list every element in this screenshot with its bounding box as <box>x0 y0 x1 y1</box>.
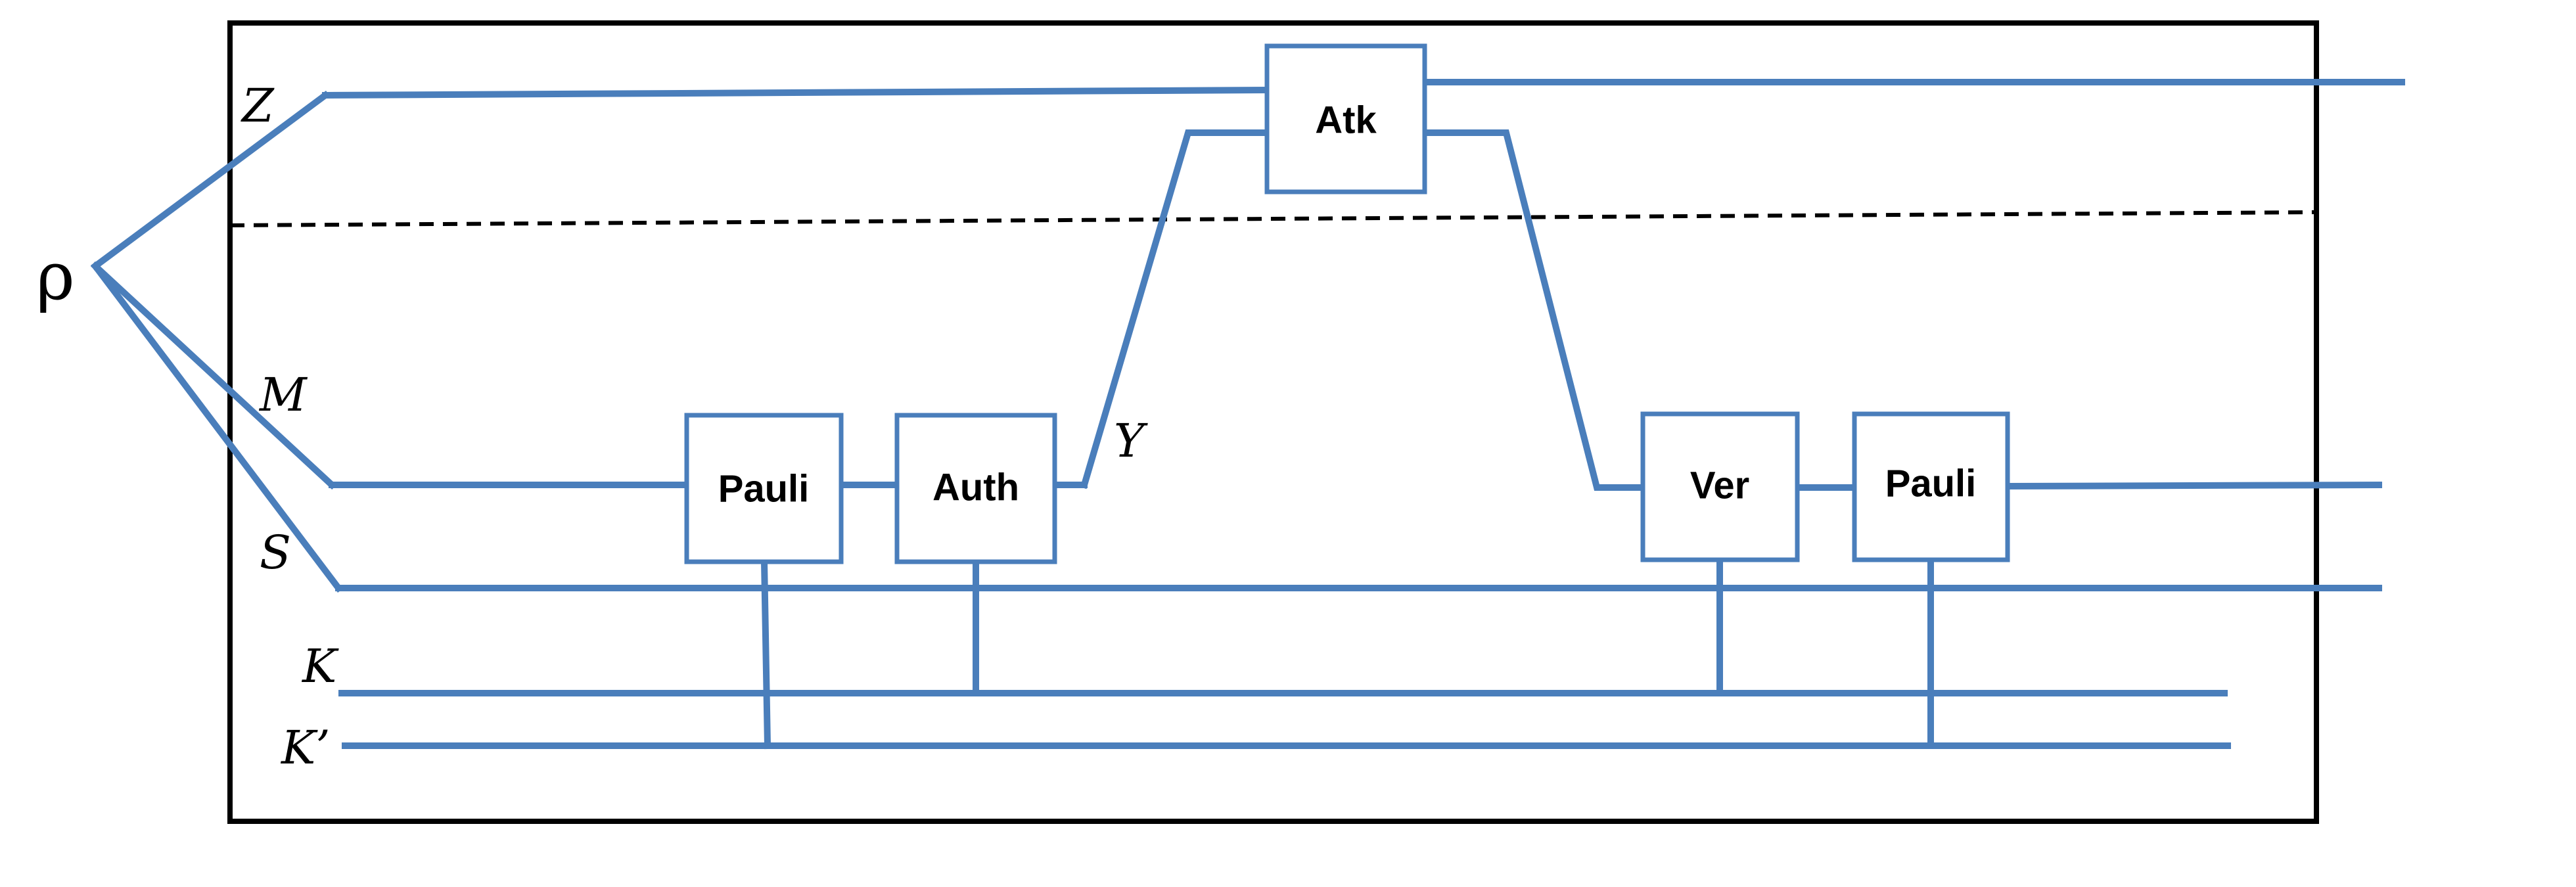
register-y-label: Y <box>1114 414 1148 468</box>
rho-to-m-wire <box>90 261 337 490</box>
atk-gate-box <box>1264 43 1427 194</box>
pauli-1-key-connector <box>760 558 771 750</box>
ver-gate-label: Ver <box>1690 464 1749 507</box>
register-m-label: M <box>258 368 308 422</box>
pauli-gate-1-label: Pauli <box>718 467 810 510</box>
pauli-gate-2-label: Pauli <box>1885 462 1977 505</box>
pauli-gate-2: Pauli <box>1852 411 2010 562</box>
z-wire-left <box>321 86 1271 99</box>
register-k-label: K <box>301 639 339 693</box>
y-wire-to-atk <box>1080 129 1270 489</box>
auth-gate-box <box>894 413 1057 564</box>
pauli-gate-1-box <box>684 413 844 564</box>
atk-gate: Atk <box>1264 43 1427 194</box>
register-s-label: S <box>260 526 291 580</box>
rho-state-label: ρ <box>36 238 75 315</box>
ver-gate-box <box>1640 411 1800 562</box>
auth-gate-label: Auth <box>932 466 1019 509</box>
pauli-gate-2-box <box>1852 411 2010 562</box>
rho-to-z-wire <box>91 91 330 271</box>
m-wire-right <box>2004 481 2383 490</box>
register-z-label: Z <box>241 79 275 133</box>
atk-gate-label: Atk <box>1315 99 1377 141</box>
pauli-gate-1: Pauli <box>684 413 844 564</box>
outer-frame <box>227 20 2319 824</box>
ver-gate: Ver <box>1640 411 1800 562</box>
atk-wire-to-ver <box>1421 129 1646 491</box>
register-k-prime-label: K’ <box>280 721 331 775</box>
auth-gate: Auth <box>894 413 1057 564</box>
dashed-divider <box>229 210 2317 227</box>
rho-to-s-wire <box>90 261 344 593</box>
